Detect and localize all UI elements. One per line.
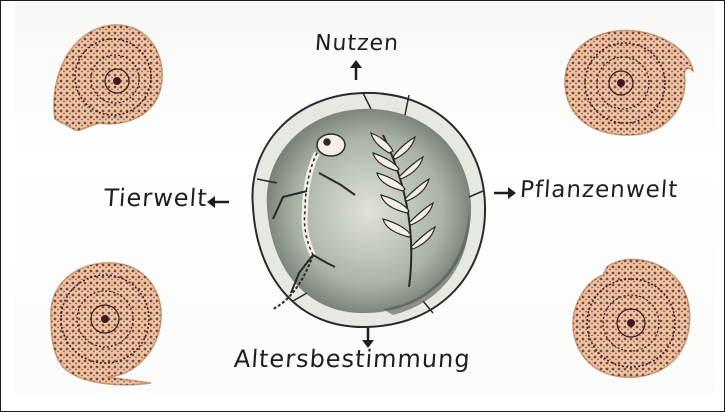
ammonite-fossil-icon — [559, 25, 699, 139]
label-nutzen: Nutzen — [314, 31, 400, 56]
ammonite-fossil-icon — [563, 253, 699, 387]
ammonite-fossil-icon — [41, 257, 169, 387]
fossil-disc-icon — [233, 87, 495, 333]
label-pflanzenwelt: Pflanzenwelt — [519, 177, 679, 203]
ammonite-fossil-icon — [47, 19, 169, 131]
label-altersbestimmung: Altersbestimmung — [233, 345, 472, 373]
arrow-left-icon — [206, 195, 230, 209]
arrow-up-icon — [349, 59, 363, 81]
label-tierwelt: Tierwelt — [103, 184, 209, 212]
arrow-right-icon — [493, 186, 517, 200]
